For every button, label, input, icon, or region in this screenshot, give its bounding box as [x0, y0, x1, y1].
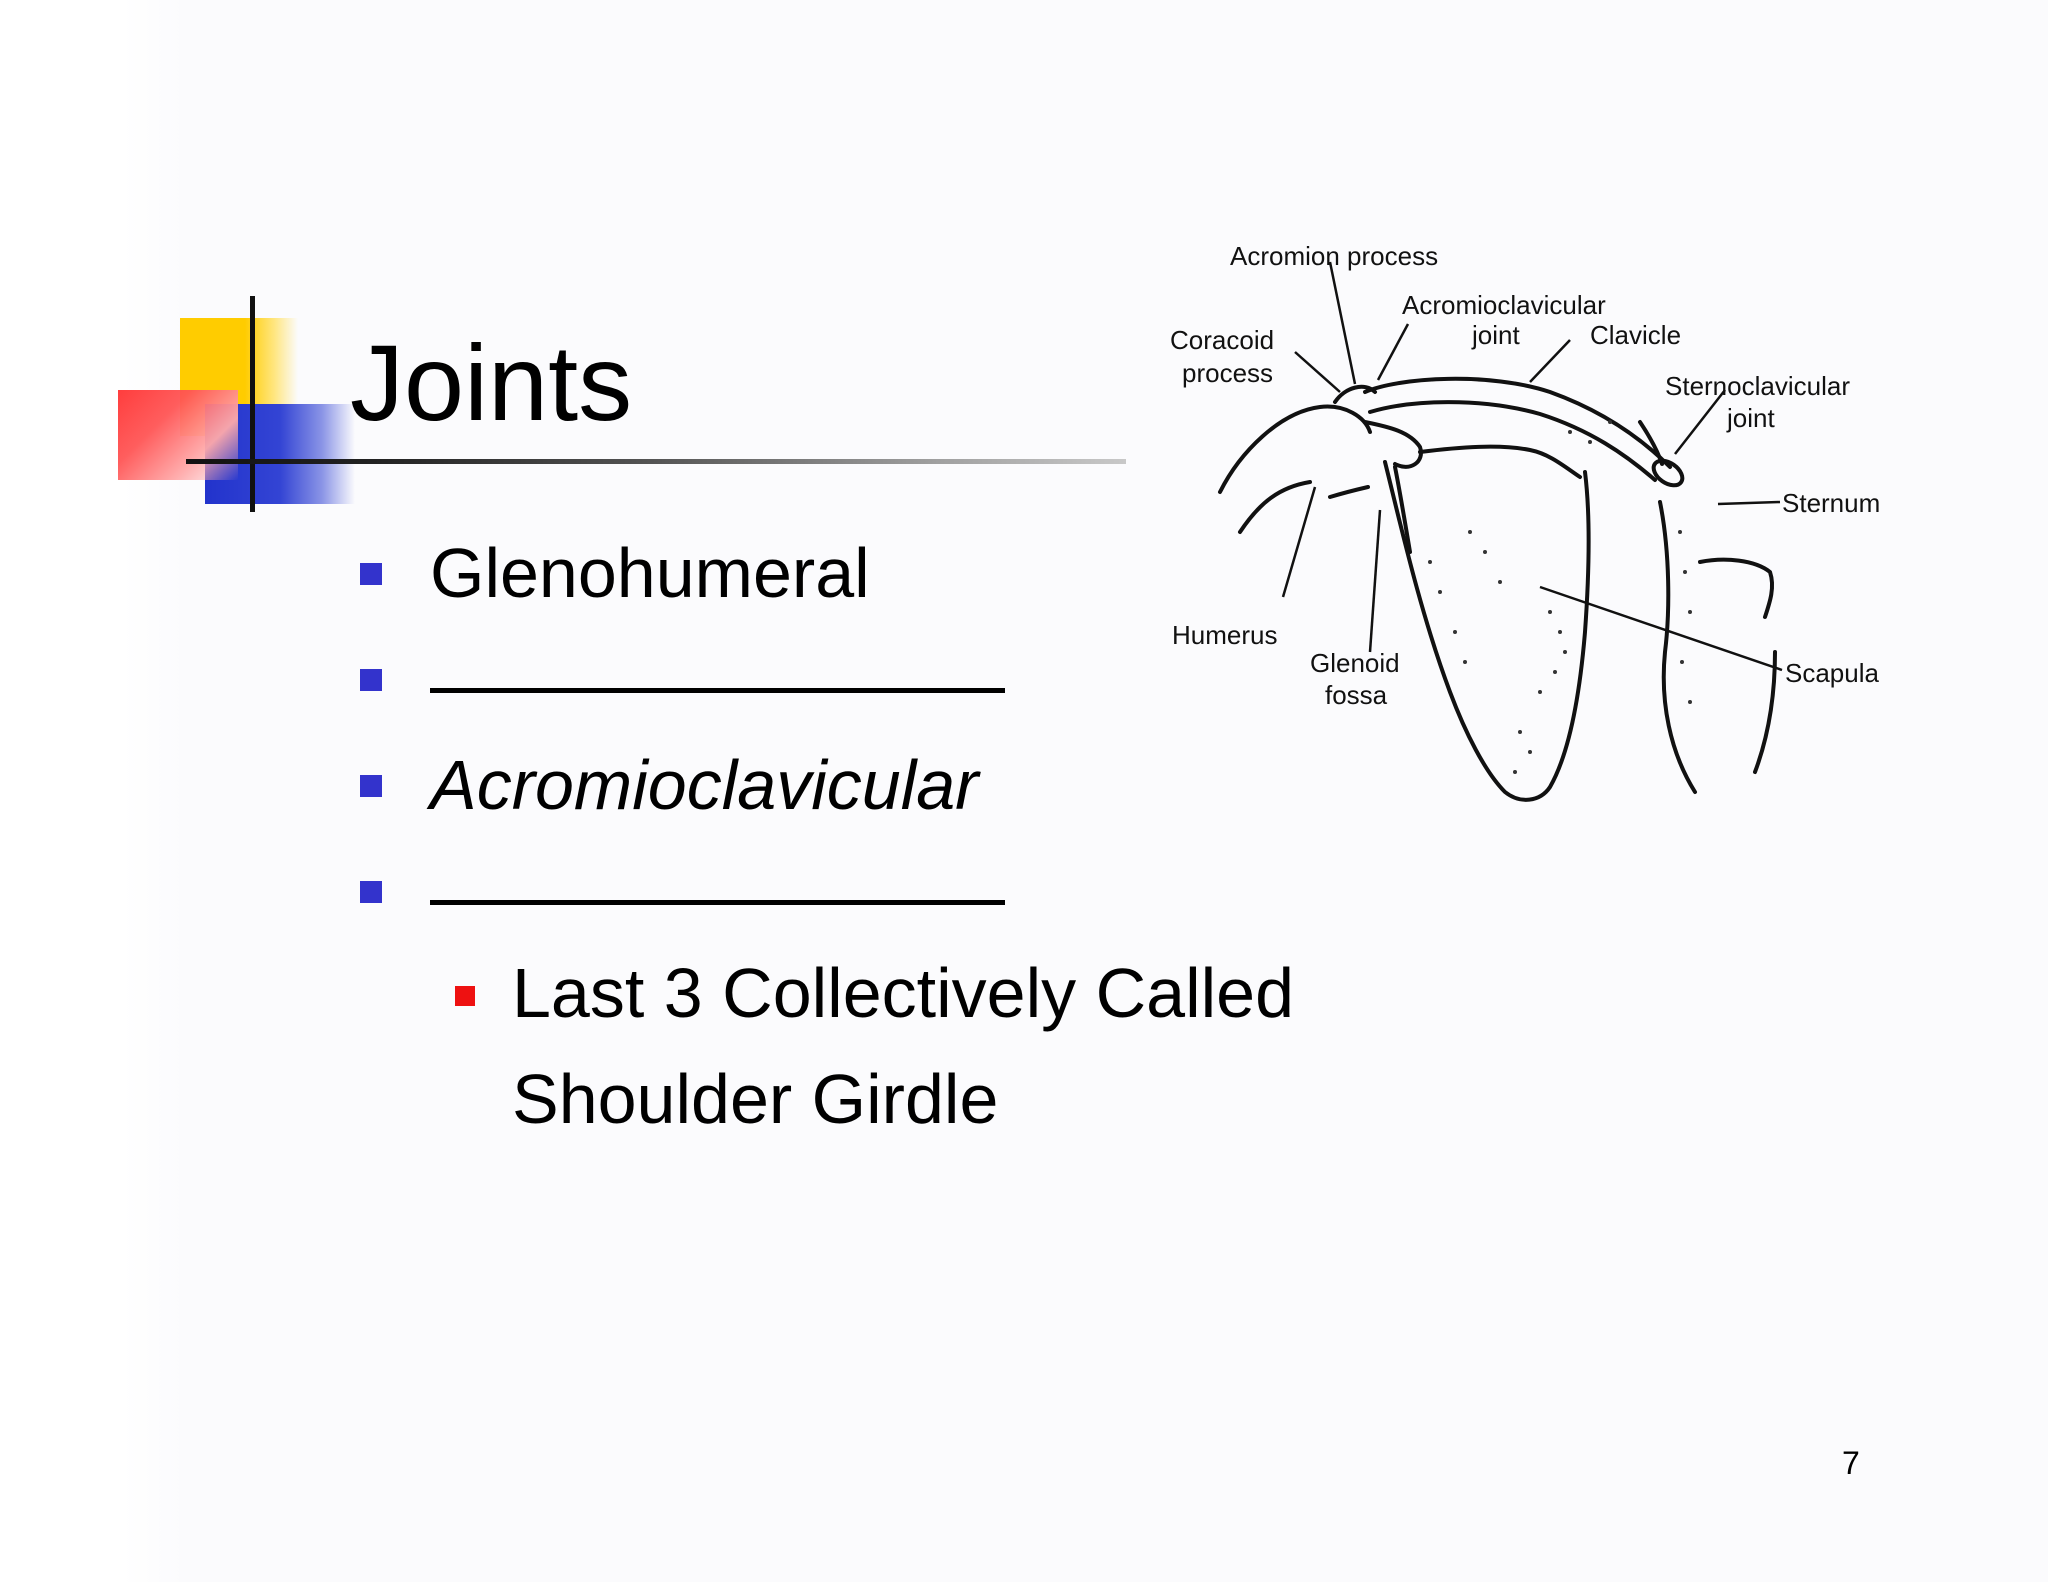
bullet-item-glenohumeral: Glenohumeral	[360, 520, 1360, 626]
bullet-square-icon	[360, 775, 382, 797]
label-sternoclavicular-joint: joint	[1726, 403, 1775, 433]
anatomy-stippling	[1428, 420, 1692, 774]
label-coracoid: Coracoid	[1170, 325, 1274, 355]
sub-bullet-line-2: Shoulder Girdle	[512, 1060, 999, 1138]
label-sternoclavicular: Sternoclavicular	[1665, 371, 1850, 401]
label-acromioclavicular-joint: joint	[1471, 320, 1520, 350]
label-acromion-process: Acromion process	[1230, 241, 1438, 271]
fill-in-blank	[430, 838, 1005, 905]
sub-bullet: Last 3 Collectively Called Shoulder Gird…	[455, 940, 1412, 1152]
shoulder-girdle-diagram: Acromion process Acromioclavicular joint…	[1170, 241, 1880, 802]
bullet-item-acromioclavicular: Acromioclavicular	[360, 732, 1360, 838]
label-scapula: Scapula	[1785, 658, 1879, 688]
bullet-item-blank-1	[360, 626, 1360, 732]
label-glenoid: Glenoid	[1310, 648, 1400, 678]
decor-vertical-line	[250, 296, 255, 512]
sub-bullet-square-icon	[455, 986, 475, 1006]
label-acromioclavicular: Acromioclavicular	[1402, 290, 1606, 320]
bullet-square-icon	[360, 563, 382, 585]
title-underline	[186, 459, 1126, 464]
fill-in-blank	[430, 626, 1005, 693]
bullet-text: Acromioclavicular	[430, 746, 979, 824]
bullet-square-icon	[360, 881, 382, 903]
anatomy-drawing	[1218, 376, 1777, 802]
decor-red-square	[118, 390, 238, 480]
label-clavicle: Clavicle	[1590, 320, 1681, 350]
label-humerus: Humerus	[1172, 620, 1277, 650]
page-number: 7	[1842, 1445, 1860, 1481]
bullet-list: Glenohumeral Acromioclavicular	[360, 520, 1360, 944]
label-coracoid-process: process	[1182, 358, 1273, 388]
bullet-square-icon	[360, 669, 382, 691]
label-sternum: Sternum	[1782, 488, 1880, 518]
sub-bullet-line-1: Last 3 Collectively Called	[512, 954, 1295, 1032]
slide-title: Joints	[350, 322, 633, 443]
bullet-text: Glenohumeral	[430, 534, 870, 612]
label-leader-lines	[1281, 261, 1783, 672]
bullet-item-blank-2	[360, 838, 1360, 944]
label-glenoid-fossa: fossa	[1325, 680, 1388, 710]
